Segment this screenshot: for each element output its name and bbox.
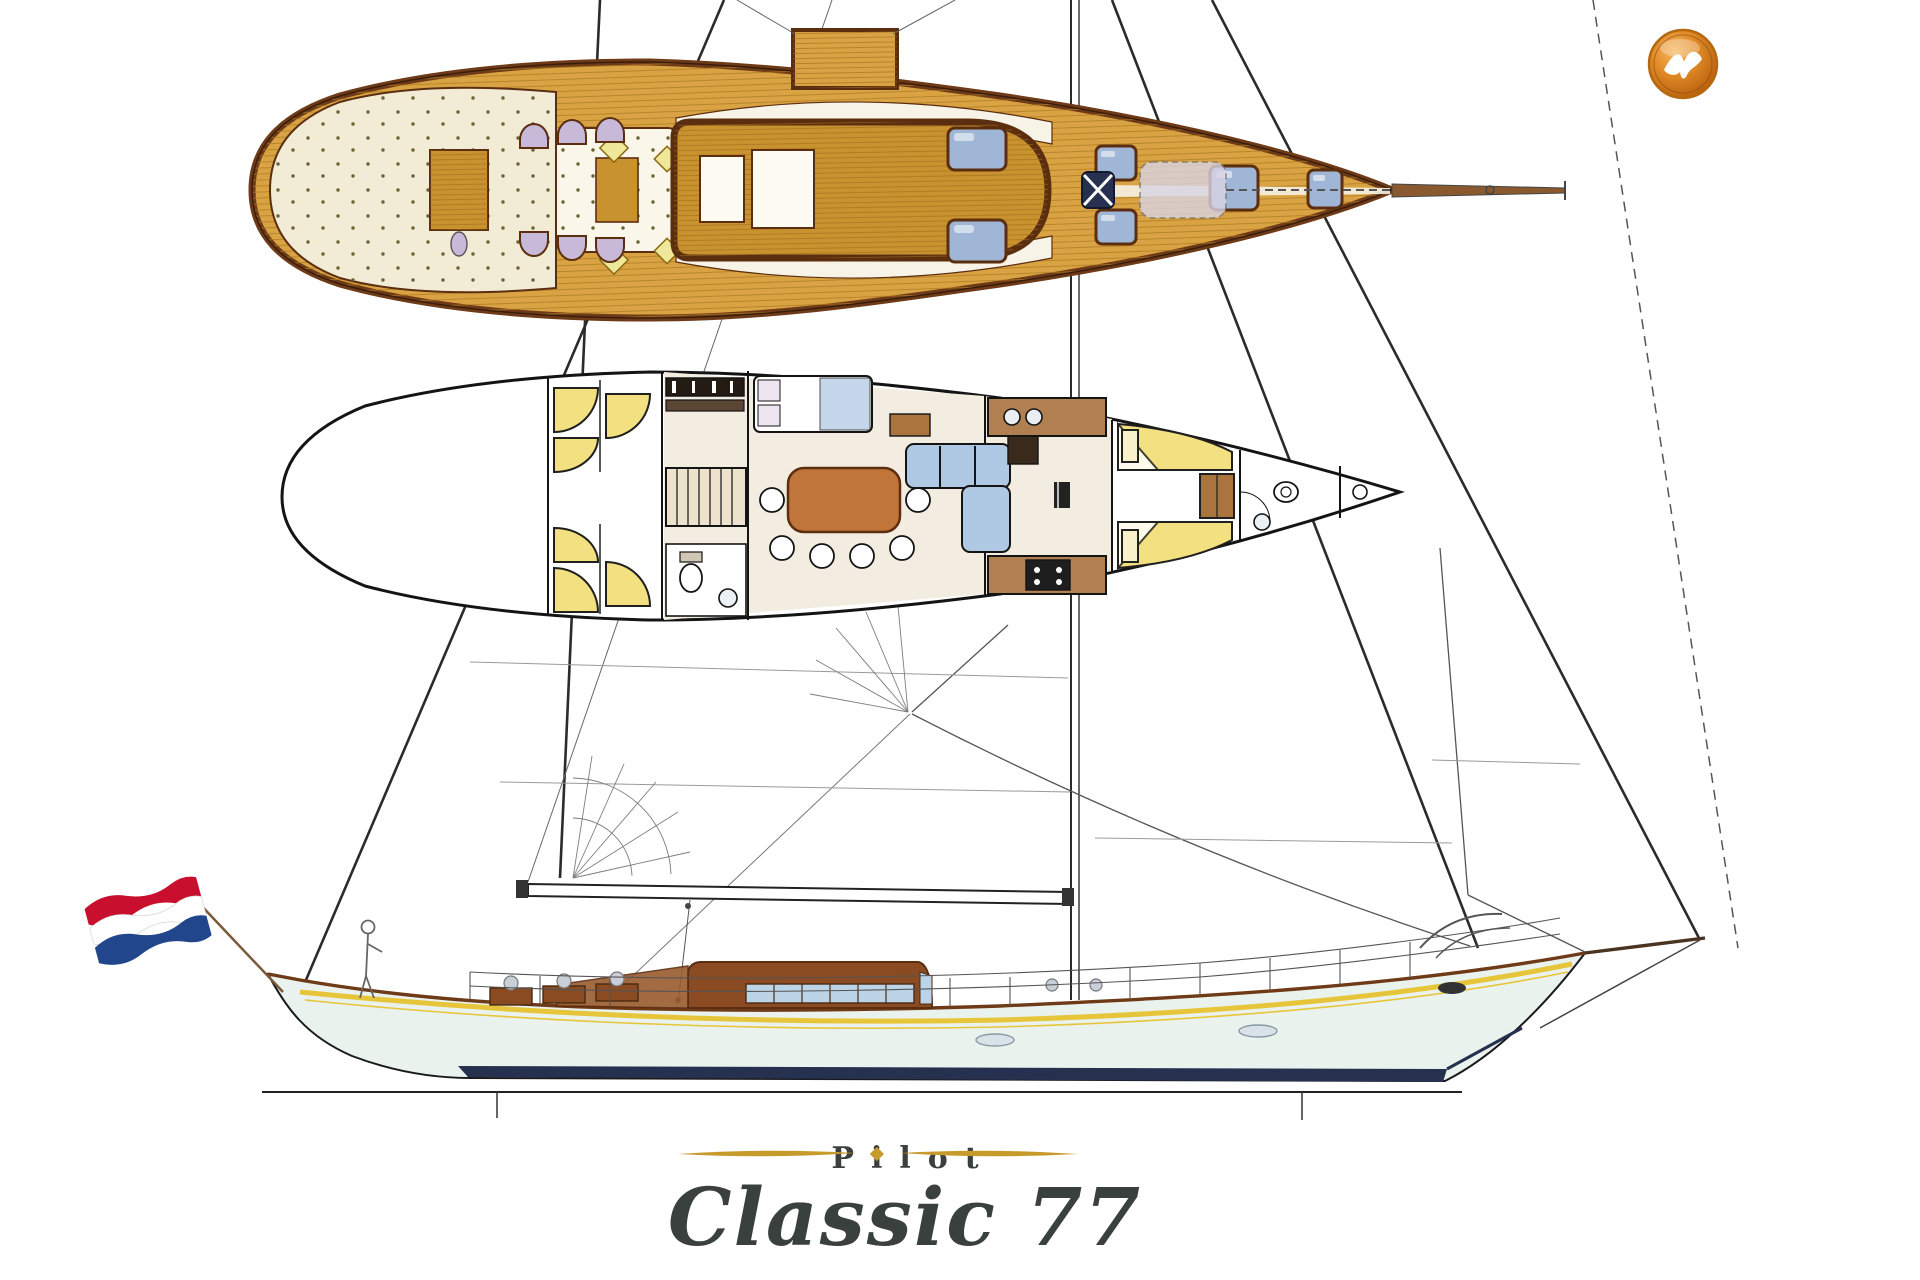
model-wordmark: Pilot Classic 77 [668, 1142, 1142, 1259]
companionway-hatch [699, 155, 745, 223]
aft-head [665, 543, 747, 617]
forward-head [1239, 481, 1368, 531]
hull-portlight [1238, 1024, 1278, 1038]
skylight-hatch [751, 149, 815, 229]
winch [609, 971, 625, 987]
mast-winch [1089, 978, 1103, 992]
netherlands-flag [84, 876, 212, 965]
dinette-chairs [759, 487, 931, 569]
jib-halyard [1592, 0, 1739, 949]
bookshelf [665, 377, 745, 397]
flag-staff [195, 899, 284, 993]
sideboard [889, 413, 931, 437]
binnacle [450, 231, 468, 257]
sink [718, 588, 738, 608]
skylight-boxes [489, 971, 1103, 1006]
winch [503, 975, 519, 991]
galley [987, 397, 1107, 595]
staysail-leech [911, 624, 1009, 713]
settee [905, 443, 1011, 553]
anchor-fairlead [1438, 982, 1466, 994]
yankee-leech [1439, 547, 1469, 896]
bow-pulpit [1419, 912, 1503, 949]
skylight-vents [519, 117, 625, 263]
dinette-table [786, 466, 902, 534]
companionway-stairs [665, 467, 747, 527]
model-name: Classic 77 [667, 1170, 1143, 1264]
waterline-stripe [458, 1066, 1447, 1082]
shipyard-logo [1647, 28, 1719, 100]
bowsprit-plan [1391, 183, 1566, 198]
bird-icon [1664, 51, 1702, 79]
companionway-area [665, 377, 747, 617]
deck-plan [248, 0, 1566, 322]
bowsprit [1584, 936, 1706, 955]
interior-plan [280, 370, 1405, 622]
cockpit-table [595, 157, 639, 223]
profile-view [84, 876, 1706, 1120]
mast-section [1054, 482, 1070, 508]
bobstay [1539, 939, 1701, 1029]
anchor-locker-hatch [1352, 484, 1368, 500]
gold-divider [677, 1146, 1078, 1162]
sink [1253, 513, 1271, 531]
door-swing [1239, 491, 1271, 523]
stern-flag [84, 876, 284, 993]
main-boom [516, 880, 1074, 1005]
helmsman-figure [359, 919, 383, 999]
sheer-stripe [299, 961, 1573, 1024]
mast-plate [1081, 171, 1115, 209]
galley-sink [1003, 408, 1021, 426]
series-name: Pilot [831, 1141, 996, 1176]
stove [1025, 559, 1071, 591]
forward-cabin [1117, 421, 1235, 571]
galley-sink [1025, 408, 1043, 426]
aft-lockers [553, 380, 652, 614]
hull-portlight [975, 1033, 1015, 1047]
staysail-foot [911, 713, 1471, 947]
winch [556, 973, 572, 989]
windlass [1139, 161, 1227, 219]
passerelle-plank [736, 0, 956, 90]
railing [469, 912, 1561, 1007]
staysail-sheet [619, 713, 911, 989]
toilet [679, 563, 703, 593]
toilet [1273, 481, 1299, 503]
